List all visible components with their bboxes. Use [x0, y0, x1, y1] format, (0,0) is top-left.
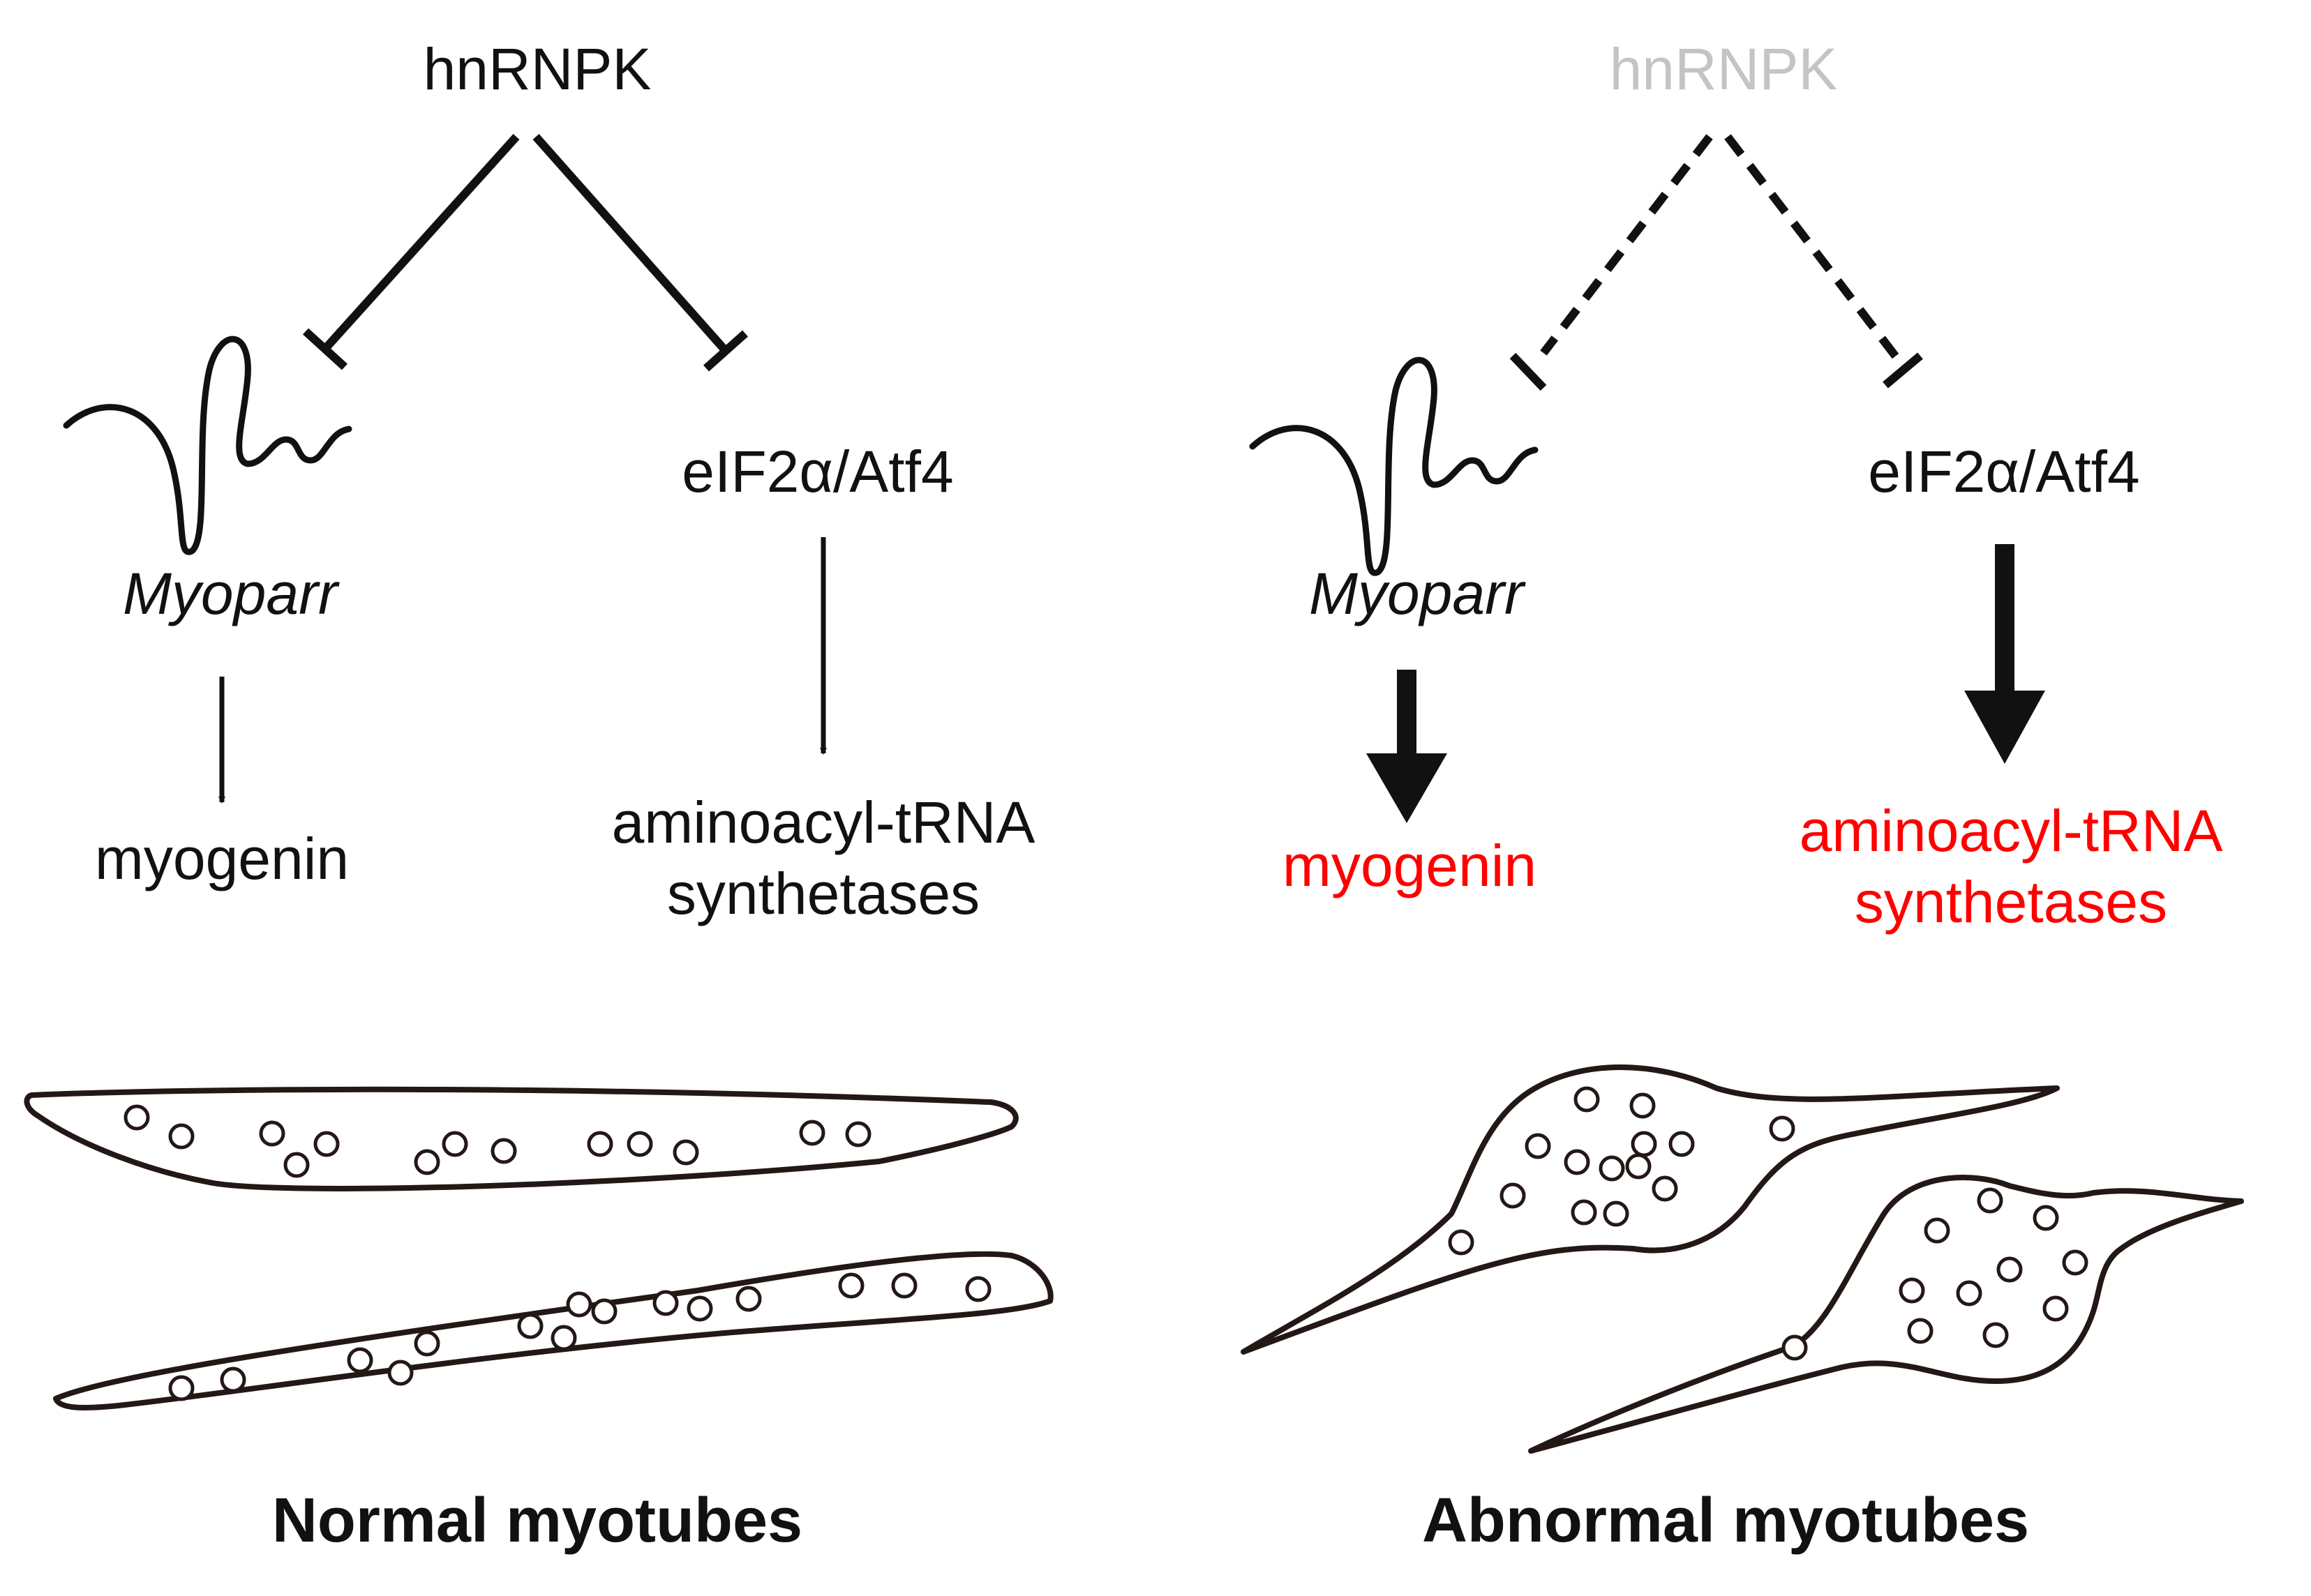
left-hnrnpk-label: hnRNPK: [424, 36, 652, 102]
right-myoparr-label: Myoparr: [1309, 561, 1526, 626]
right-eif2a-label: eIF2α/Atf4: [1868, 439, 2139, 504]
left-synthetases-line2: synthetases: [667, 861, 980, 926]
right-myogenin-label: myogenin: [1282, 833, 1536, 898]
right-myoparr-rna-squiggle: [1249, 356, 1539, 576]
left-inhibition-myoparr: [302, 133, 520, 370]
left-myogenin-label: myogenin: [95, 826, 349, 891]
left-myoparr-label: Myoparr: [123, 561, 340, 626]
right-synthetases-line1: aminoacyl-tRNA: [1800, 798, 2223, 864]
normal-myotube-lower: [53, 1251, 1054, 1410]
right-thick-arrow-synthetases: [1964, 544, 2045, 764]
right-inhibition-eif2a-dashed: [1724, 134, 1923, 389]
abnormal-myotube-upper: [1241, 1064, 2060, 1355]
left-inhibition-eif2a: [532, 134, 748, 372]
normal-myotubes-caption: Normal myotubes: [272, 1486, 802, 1556]
normal-myotube-upper: [24, 1086, 1019, 1191]
right-synthetases-line2: synthetases: [1855, 869, 2167, 935]
abnormal-myotube-lower: [1528, 1175, 2244, 1454]
right-hnrnpk-label: hnRNPK: [1610, 36, 1838, 102]
right-thick-arrow-myogenin: [1366, 670, 1447, 823]
left-eif2a-label: eIF2α/Atf4: [682, 439, 953, 504]
abnormal-myotubes-caption: Abnormal myotubes: [1422, 1486, 2029, 1556]
left-panel: hnRNPK Myoparr eIF2α/Atf4 myogenin amino…: [24, 36, 1054, 1556]
right-panel: hnRNPK Myoparr eIF2α/Atf4 myogenin amino…: [1241, 36, 2244, 1556]
right-inhibition-myoparr-dashed: [1509, 134, 1713, 391]
left-myoparr-rna-squiggle: [63, 336, 352, 555]
left-synthetases-line1: aminoacyl-tRNA: [612, 790, 1035, 855]
